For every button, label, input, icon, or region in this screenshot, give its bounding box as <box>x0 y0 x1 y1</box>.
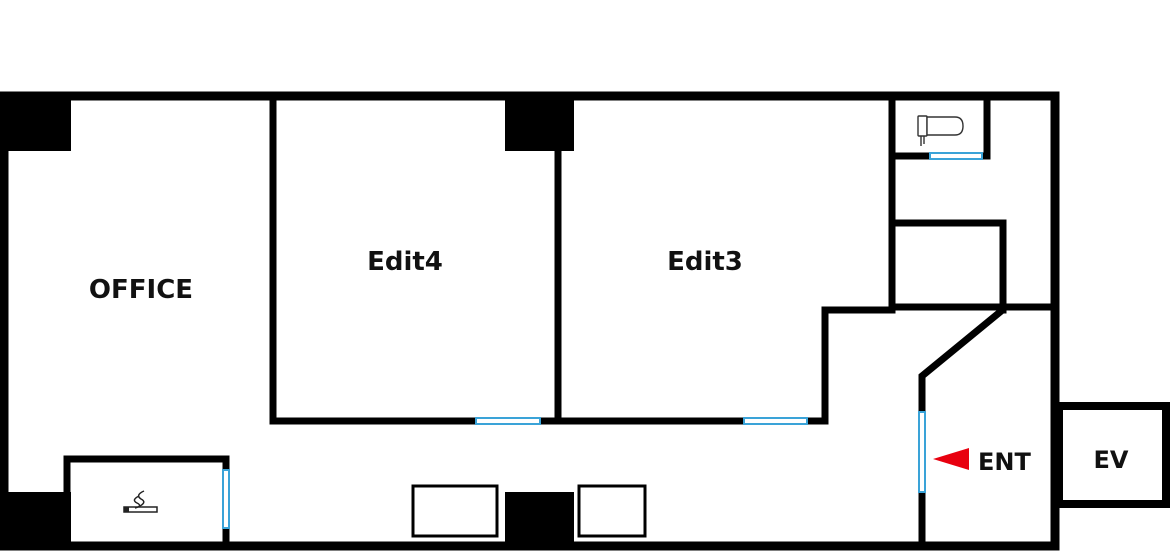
door-edit3 <box>743 417 808 425</box>
door-edit4 <box>475 417 541 425</box>
storage-wall <box>888 219 1007 314</box>
column-bottom-middle <box>505 492 574 548</box>
edit4-wall-left <box>269 92 480 425</box>
entrance-arrow-icon <box>933 448 969 470</box>
column-top-middle <box>505 96 574 151</box>
room-label-edit4: Edit4 <box>367 247 443 277</box>
door-smoking-room <box>222 469 230 529</box>
toilet-icon <box>917 115 964 146</box>
interior-walls <box>63 92 1059 550</box>
smoking-room-wall <box>63 455 230 550</box>
fixture-box-left <box>411 484 499 538</box>
elevator-box <box>1055 402 1170 508</box>
room-label-office: OFFICE <box>89 275 193 305</box>
toilet-wall-right <box>978 92 991 160</box>
outer-wall <box>0 91 1060 551</box>
entrance-wall <box>918 307 1005 416</box>
doors <box>222 152 983 529</box>
room-label-entrance: ENT <box>978 448 1031 476</box>
outer-walls <box>0 91 1060 551</box>
fixtures <box>411 484 647 538</box>
edit3-wall-bottom-right <box>803 92 896 425</box>
fixture-box-right <box>577 484 647 538</box>
columns <box>4 96 574 548</box>
column-top-left <box>4 96 71 151</box>
column-bottom-left <box>4 492 71 548</box>
room-label-edit3: Edit3 <box>667 247 743 277</box>
door-entrance <box>918 411 926 493</box>
door-toilet <box>929 152 983 160</box>
room-label-elevator: EV <box>1094 446 1129 474</box>
smoking-area-icon <box>123 490 158 513</box>
